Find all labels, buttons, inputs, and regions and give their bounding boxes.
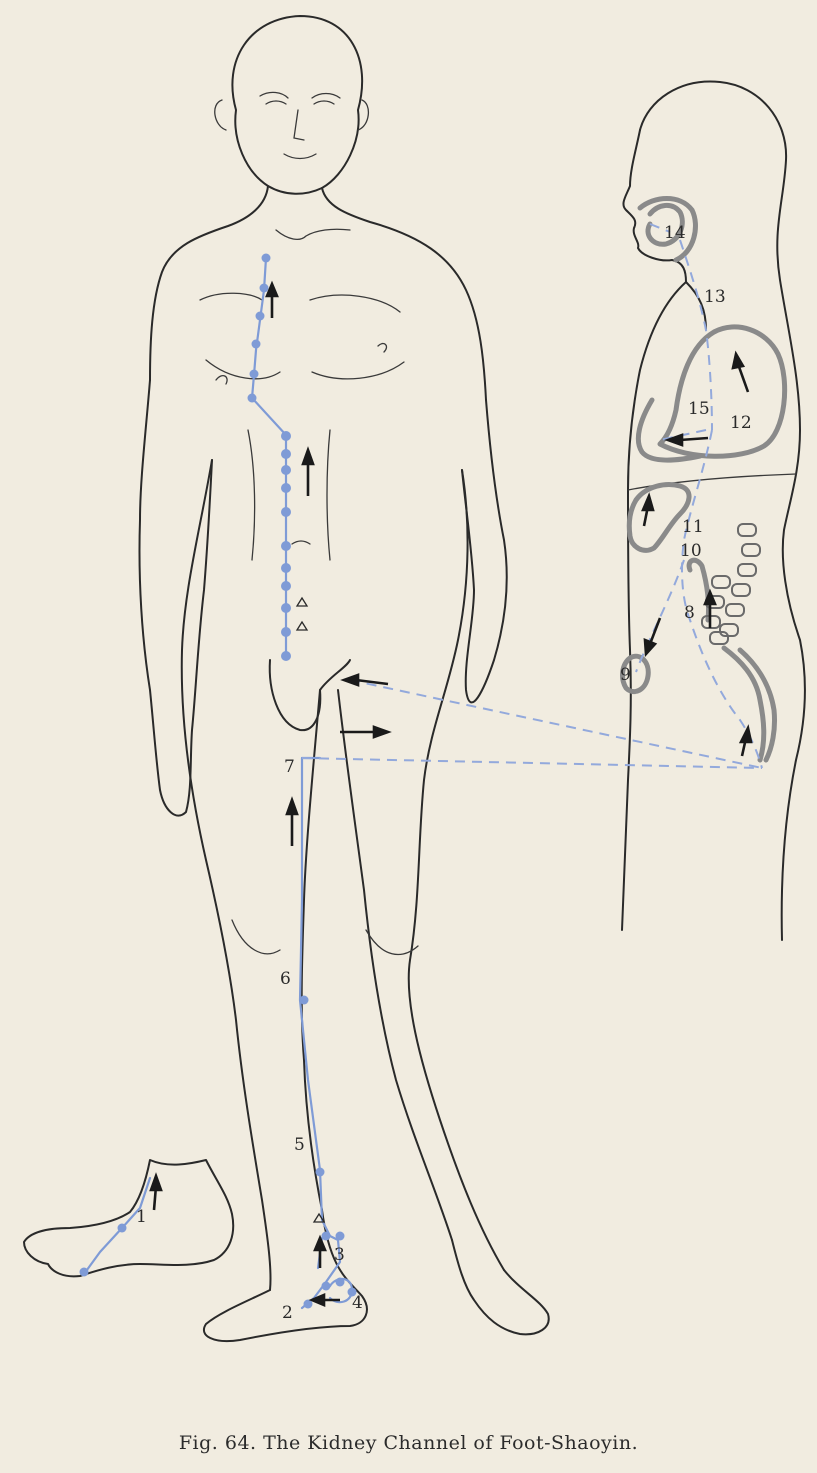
side-channel-pathway [302, 224, 762, 768]
label-point-1: 1 [136, 1207, 147, 1227]
side-head-outline [640, 82, 805, 940]
label-point-11: 11 [682, 517, 704, 537]
label-point-2: 2 [282, 1303, 293, 1323]
label-point-14: 14 [664, 223, 686, 243]
arrow-down-kidney [645, 618, 660, 654]
point-number-labels: 1 2 3 4 5 6 7 8 9 10 11 12 13 14 15 [136, 223, 752, 1323]
label-point-6: 6 [280, 969, 291, 989]
label-point-10: 10 [680, 541, 702, 561]
label-point-13: 13 [704, 287, 726, 307]
torso-outline [150, 186, 486, 400]
side-foot-figure [24, 1160, 233, 1277]
arrow-left-groin [344, 675, 388, 685]
label-point-8: 8 [684, 603, 695, 623]
front-body-figure [139, 16, 548, 1341]
label-point-3: 3 [334, 1245, 345, 1265]
arrow-up-thigh [287, 800, 297, 846]
arrow-up-side-foot [151, 1176, 161, 1210]
label-point-5: 5 [294, 1135, 305, 1155]
label-point-7: 7 [284, 757, 295, 777]
arrow-up-liver [643, 496, 653, 526]
side-foot-outline [24, 1160, 233, 1276]
arrow-up-lung [733, 354, 748, 392]
legs-outline [182, 460, 504, 1290]
arrow-right-thigh [340, 727, 388, 737]
arrow-up-pelvis [741, 728, 751, 756]
arrow-left-lung [668, 435, 708, 445]
label-point-4: 4 [352, 1293, 363, 1313]
head-outline [232, 16, 362, 194]
arrow-up-abdomen [303, 450, 313, 496]
arrow-up-ankle [315, 1238, 325, 1268]
left-arm-outline [139, 380, 212, 816]
figure-caption: Fig. 64. The Kidney Channel of Foot-Shao… [0, 1432, 817, 1454]
label-point-15: 15 [688, 399, 710, 419]
label-point-12: 12 [730, 413, 752, 433]
right-foot-outline [452, 1240, 549, 1334]
label-point-9: 9 [620, 665, 631, 685]
arrow-up-chest [267, 284, 277, 318]
